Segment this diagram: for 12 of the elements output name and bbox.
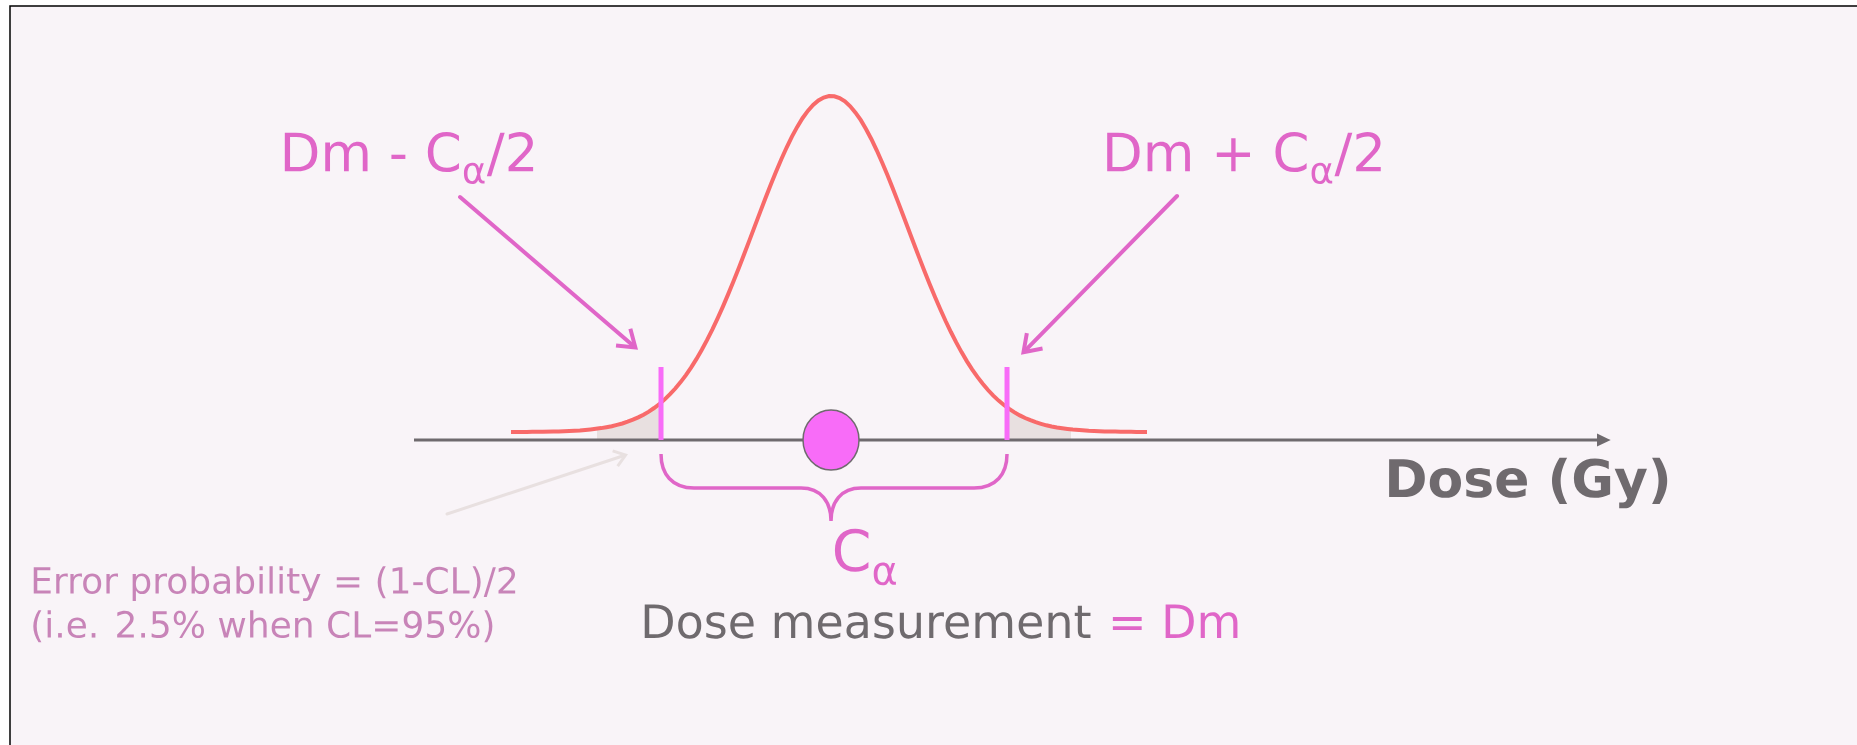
marker-bar [1004,367,1010,440]
bound-label: Dm + C$_{α}$/2 [1107,132,1381,184]
measurement-symbol: = Dm [1112,604,1238,638]
axis-label: Dose (Gy) [1389,457,1668,509]
bound-label: Dm - C$_{α}$/2 [284,132,534,184]
arrow [1021,194,1179,355]
measurement-label: Dose measurement [644,604,1091,639]
bracket-label: C$_{α}$ [834,528,896,586]
marker-bar [658,367,664,440]
arrow [458,195,638,350]
leader-line [445,449,628,516]
note-text: Error probability = (1-CL)/2 (i.e. 2.5% when CL=95%) [33,566,516,643]
